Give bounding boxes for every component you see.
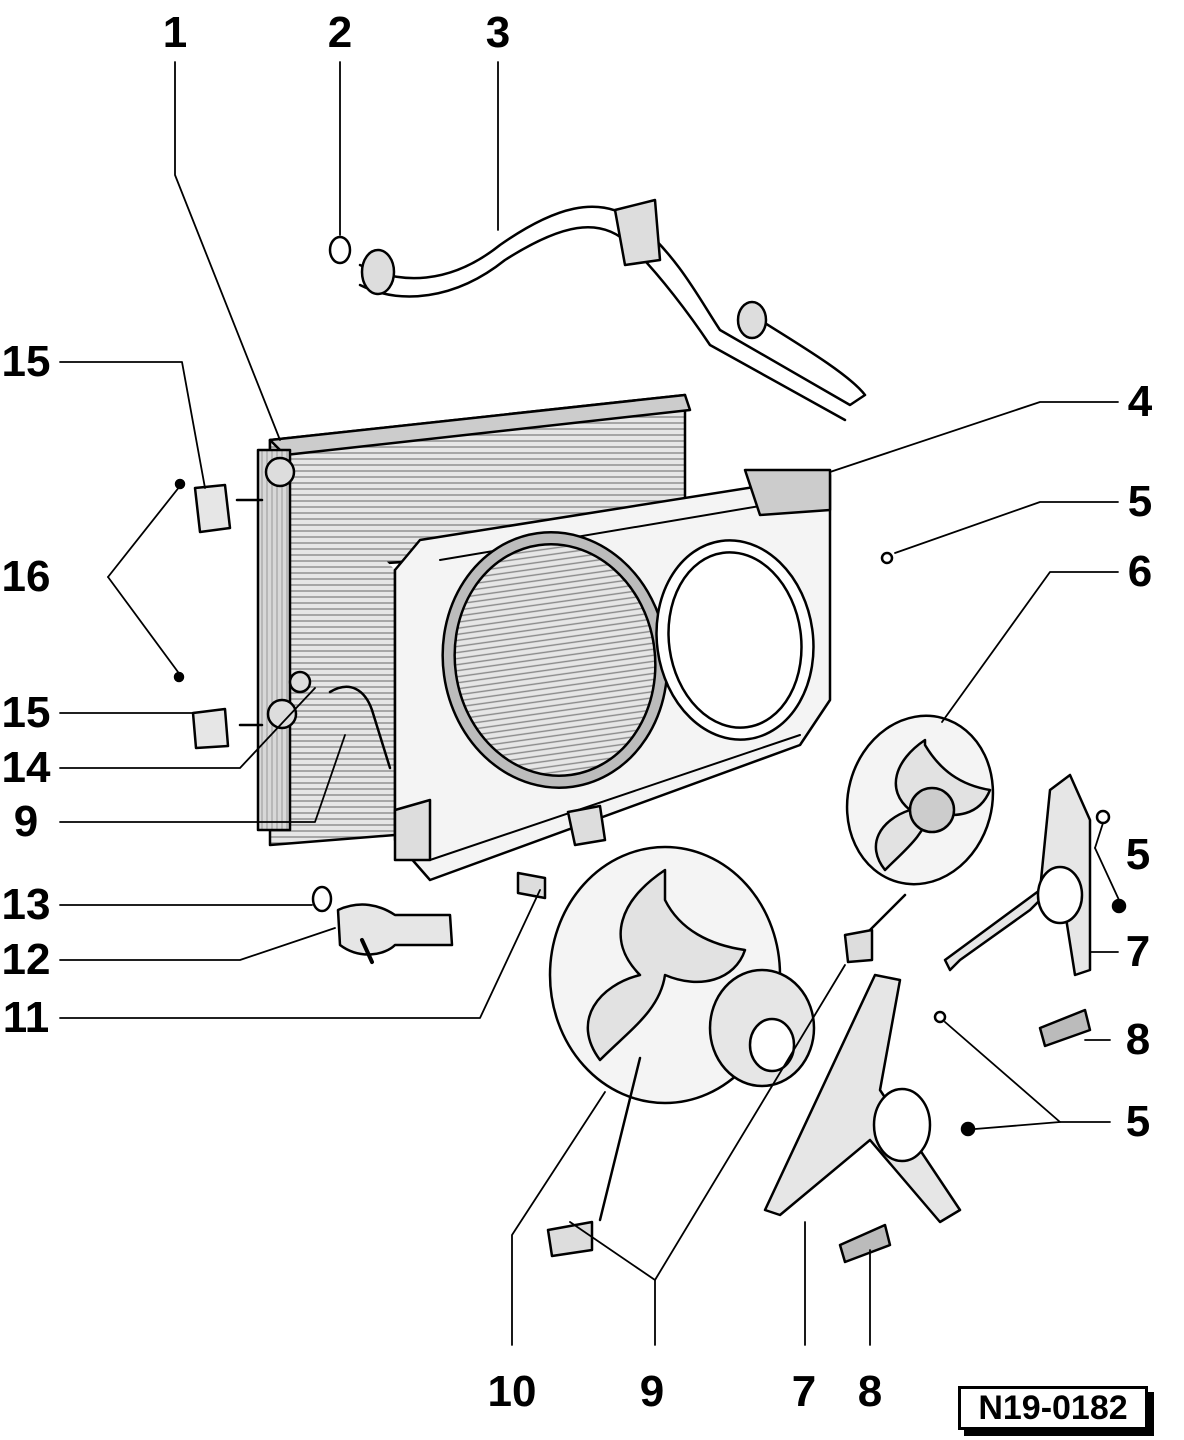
callout-5-middle: 5 <box>1125 830 1151 879</box>
retaining-clip <box>516 871 547 900</box>
callout-10: 10 <box>487 1367 537 1416</box>
callout-7-right: 7 <box>1125 927 1151 976</box>
leader-lines <box>59 61 1120 1346</box>
callout-16: 16 <box>1 552 51 601</box>
large-cooling-fan <box>546 845 816 1258</box>
callout-1: 1 <box>162 8 188 57</box>
callout-9-left: 9 <box>13 797 39 846</box>
callout-15-upper: 15 <box>1 337 51 386</box>
callout-12: 12 <box>1 935 51 984</box>
reference-code: N19-0182 <box>958 1386 1148 1430</box>
temperature-sensor <box>328 685 392 770</box>
callout-15-lower: 15 <box>1 688 51 737</box>
mounting-clips <box>173 478 264 750</box>
callout-5-lower: 5 <box>1125 1097 1151 1146</box>
callout-11: 11 <box>2 993 50 1042</box>
fan-brackets <box>763 551 1127 1264</box>
callout-2: 2 <box>327 8 353 57</box>
o-ring-top <box>328 235 352 265</box>
fan-shroud <box>393 468 832 882</box>
small-cooling-fan <box>843 714 995 964</box>
callout-7-bottom: 7 <box>791 1367 817 1416</box>
callout-13: 13 <box>1 880 51 929</box>
callout-9-bottom: 9 <box>639 1367 665 1416</box>
callout-8-bottom: 8 <box>857 1367 883 1416</box>
upper-coolant-hose <box>358 198 867 422</box>
callout-4: 4 <box>1127 377 1153 426</box>
lower-hose-connector <box>311 885 454 964</box>
callout-8-right: 8 <box>1125 1015 1151 1064</box>
callout-3: 3 <box>485 8 511 57</box>
callout-5-upper: 5 <box>1127 477 1153 526</box>
callout-14: 14 <box>1 743 51 792</box>
callout-6: 6 <box>1127 547 1153 596</box>
